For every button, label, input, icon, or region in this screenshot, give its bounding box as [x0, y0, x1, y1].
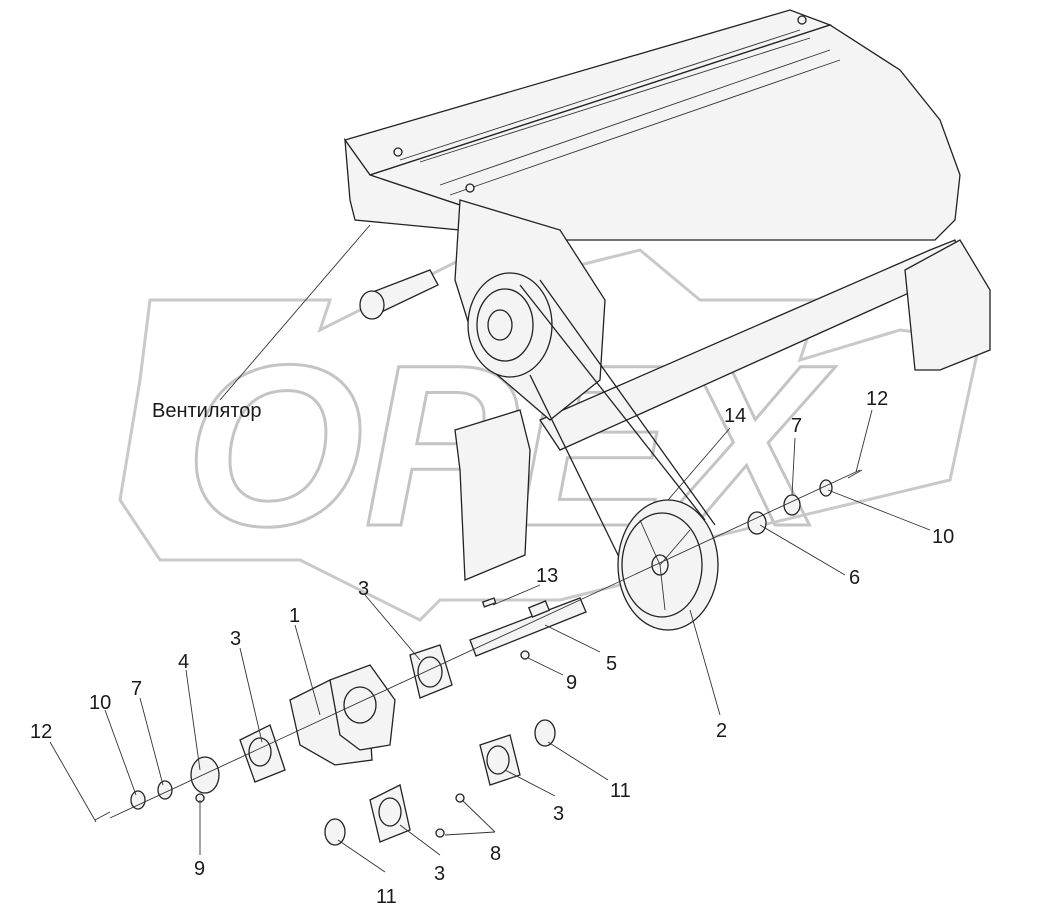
callout-8: 8 [490, 843, 501, 865]
driven-pulley [617, 499, 719, 631]
hopper-housing [343, 9, 961, 241]
callout-10: 10 [932, 526, 954, 548]
callout-14: 14 [724, 405, 746, 427]
callout-3: 3 [434, 863, 445, 885]
part-labels: Вентилятор 1 2 3 3 3 3 4 5 6 7 7 8 9 9 1… [30, 388, 954, 908]
callout-1: 1 [289, 605, 300, 627]
callout-3: 3 [358, 578, 369, 600]
callout-12: 12 [866, 388, 888, 410]
callout-11: 11 [376, 886, 397, 908]
drive-shaft [469, 597, 587, 657]
callout-10: 10 [89, 692, 111, 714]
callout-9: 9 [194, 858, 205, 880]
callout-13: 13 [536, 565, 558, 587]
callout-7: 7 [791, 415, 802, 437]
fan-label: Вентилятор [152, 400, 262, 422]
assembly-axis-line [109, 469, 861, 819]
callout-2: 2 [716, 720, 727, 742]
callout-9: 9 [566, 672, 577, 694]
callout-3: 3 [230, 628, 241, 650]
callout-3: 3 [553, 803, 564, 825]
frame-rail [454, 239, 991, 581]
callout-5: 5 [606, 653, 617, 675]
callout-7: 7 [131, 678, 142, 700]
leader-lines [49, 224, 931, 873]
callout-11: 11 [610, 780, 631, 802]
callout-6: 6 [849, 567, 860, 589]
callout-4: 4 [178, 651, 189, 673]
callout-12: 12 [30, 721, 52, 743]
